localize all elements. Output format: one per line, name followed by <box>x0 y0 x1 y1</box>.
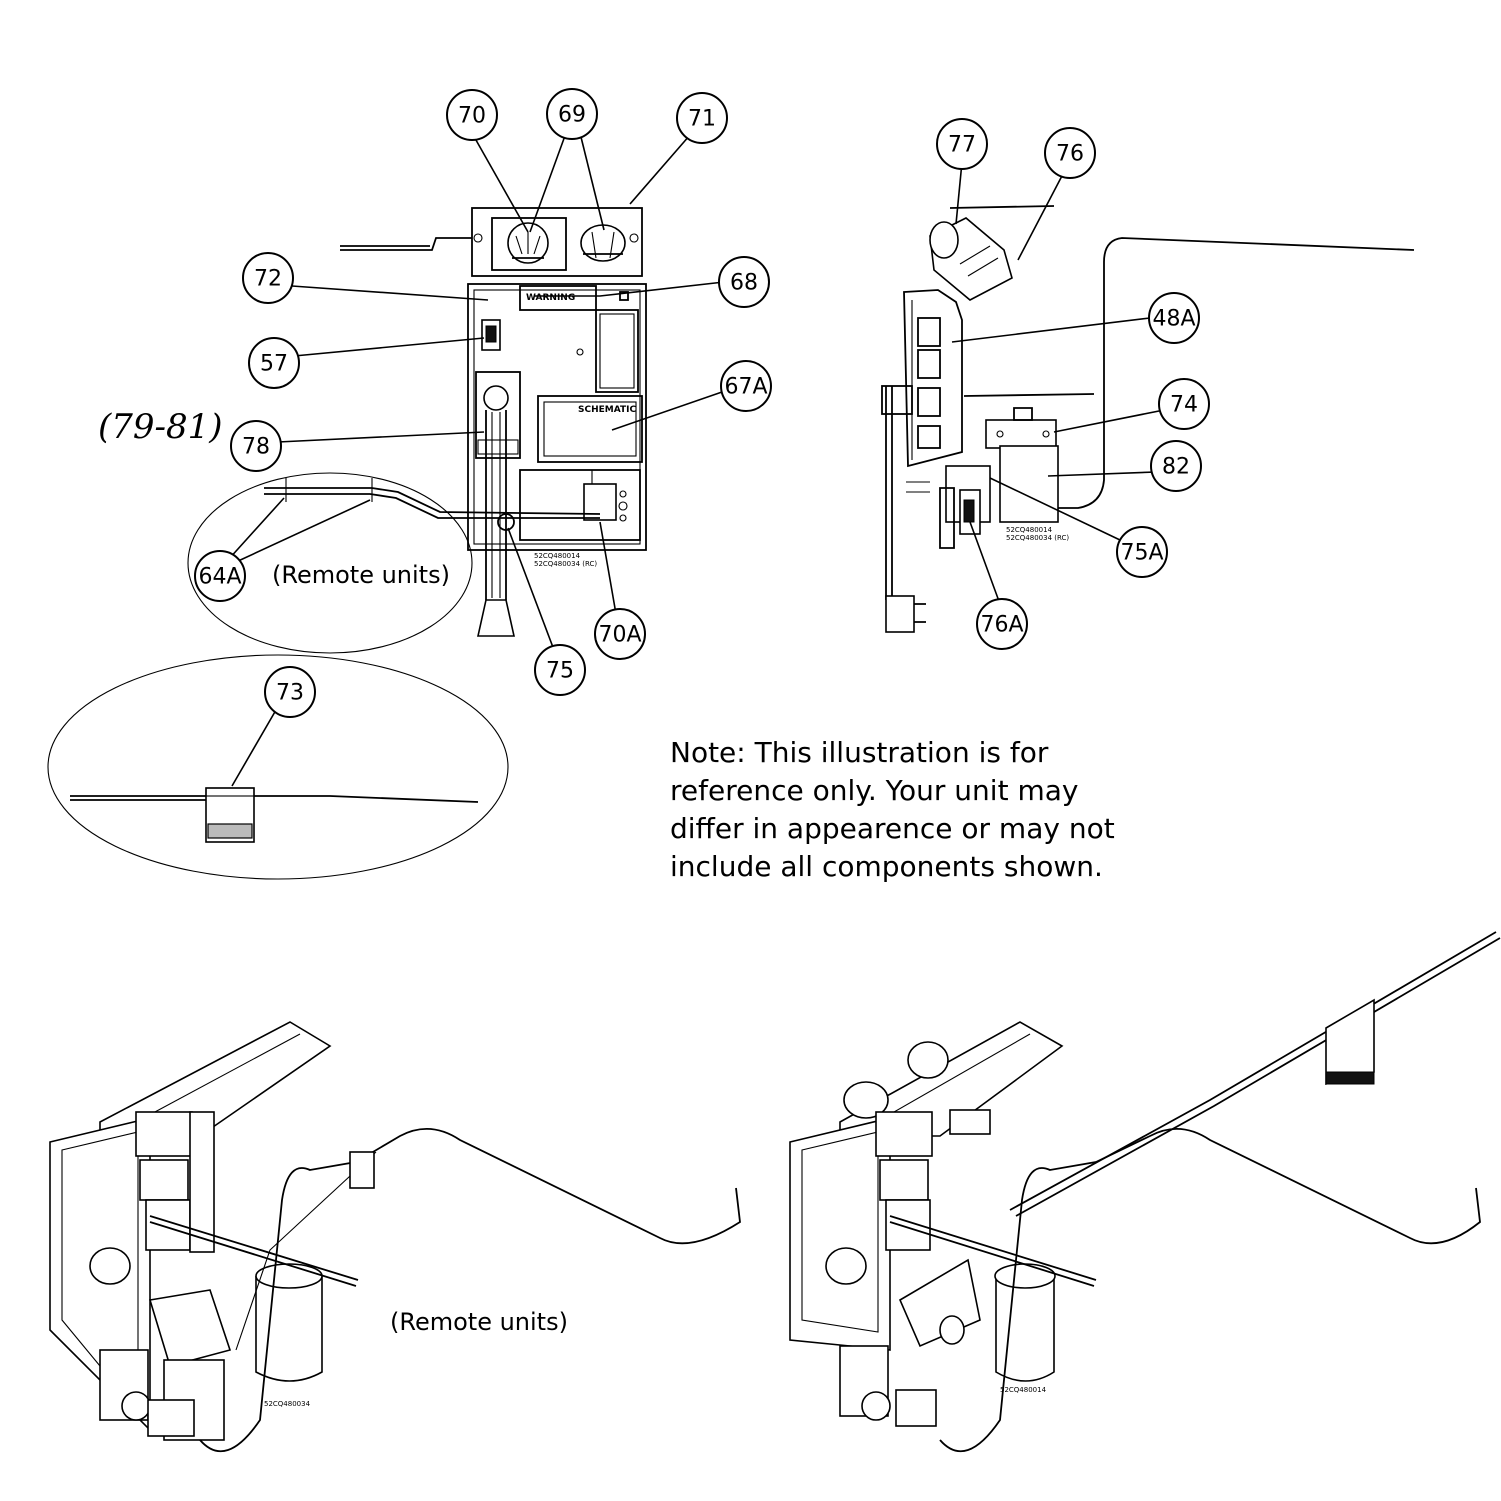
svg-text:68: 68 <box>730 271 758 296</box>
callout-82: 82 <box>1150 440 1202 492</box>
part-code-front-1: 52CQ480014 <box>534 552 581 560</box>
svg-text:69: 69 <box>558 103 586 128</box>
remote-units-label-top: (Remote units) <box>272 561 450 589</box>
callout-71: 71 <box>676 92 728 144</box>
callout-64A: 64A <box>194 550 246 602</box>
svg-text:71: 71 <box>688 107 716 132</box>
callout-70A: 70A <box>594 608 646 660</box>
svg-text:74: 74 <box>1170 393 1198 418</box>
svg-text:75: 75 <box>546 659 574 684</box>
svg-text:77: 77 <box>948 133 976 158</box>
callout-57: 57 <box>248 337 300 389</box>
relay-boot-75 <box>477 599 515 637</box>
side-view-assembly: 52CQ480014 52CQ480034 (RC) <box>881 205 1415 633</box>
isometric-view-standard: 52CQ480014 <box>789 931 1501 1453</box>
bracket-74 <box>985 419 1057 449</box>
svg-text:67A: 67A <box>724 375 767 400</box>
part-code-side-2: 52CQ480034 (RC) <box>1006 534 1069 542</box>
callout-68: 68 <box>718 256 770 308</box>
part-code-iso-left: 52CQ480034 <box>264 1400 311 1408</box>
svg-text:73: 73 <box>276 681 304 706</box>
warning-label: WARNING <box>526 293 575 303</box>
callout-leaders <box>227 132 1165 787</box>
svg-text:48A: 48A <box>1152 307 1195 332</box>
remote-units-label-bottom: (Remote units) <box>390 1308 568 1336</box>
capacitor-top <box>483 385 509 411</box>
callout-75: 75 <box>534 644 586 696</box>
callout-74: 74 <box>1158 378 1210 430</box>
callout-70: 70 <box>446 89 498 141</box>
control-knob-69-right <box>580 224 626 262</box>
callouts: 70 69 71 72 68 57 67A 78 64A 75 70A 73 7… <box>194 88 1210 718</box>
handwritten-reference: (79-81) <box>98 407 223 447</box>
svg-text:64A: 64A <box>198 565 241 590</box>
callout-72: 72 <box>242 252 294 304</box>
callout-69: 69 <box>546 88 598 140</box>
svg-text:82: 82 <box>1162 455 1190 480</box>
note-line-4: include all components shown. <box>670 850 1103 883</box>
part-code-side-1: 52CQ480014 <box>1006 526 1053 534</box>
svg-text:76A: 76A <box>980 613 1023 638</box>
svg-text:72: 72 <box>254 267 282 292</box>
note-line-1: Note: This illustration is for <box>670 736 1049 769</box>
note-line-3: differ in appearence or may not <box>670 812 1115 845</box>
control-box-body <box>467 283 647 551</box>
callout-67A: 67A <box>720 360 772 412</box>
callout-48A: 48A <box>1148 292 1200 344</box>
callout-76A: 76A <box>976 598 1028 650</box>
isometric-view-remote: 52CQ480034 <box>49 1021 741 1453</box>
part-code-front-2: 52CQ480034 (RC) <box>534 560 597 568</box>
bulb-holder-ellipse <box>47 654 509 880</box>
bulb-holder-73 <box>70 787 479 843</box>
callout-78: 78 <box>230 420 282 472</box>
reference-note: Note: This illustration is for reference… <box>670 736 1115 883</box>
note-line-2: reference only. Your unit may <box>670 774 1078 807</box>
front-view-assembly: WARNING SCHEMATIC 52CQ480014 52CQ480034 … <box>264 207 647 637</box>
remote-units-callout-ellipse <box>187 472 473 654</box>
knob-housing-70 <box>491 217 567 271</box>
svg-text:57: 57 <box>260 352 288 377</box>
mounting-plate-71 <box>471 207 643 277</box>
callout-73: 73 <box>264 666 316 718</box>
part-code-iso-right: 52CQ480014 <box>1000 1386 1047 1394</box>
callout-77: 77 <box>936 118 988 170</box>
svg-text:76: 76 <box>1056 142 1084 167</box>
schematic-label: SCHEMATIC <box>578 405 636 415</box>
power-plug <box>885 595 915 633</box>
callout-75A: 75A <box>1116 526 1168 578</box>
svg-text:78: 78 <box>242 435 270 460</box>
callout-76: 76 <box>1044 127 1096 179</box>
svg-text:70A: 70A <box>598 623 641 648</box>
svg-text:70: 70 <box>458 104 486 129</box>
capacitor-82 <box>999 445 1059 523</box>
svg-text:75A: 75A <box>1120 541 1163 566</box>
